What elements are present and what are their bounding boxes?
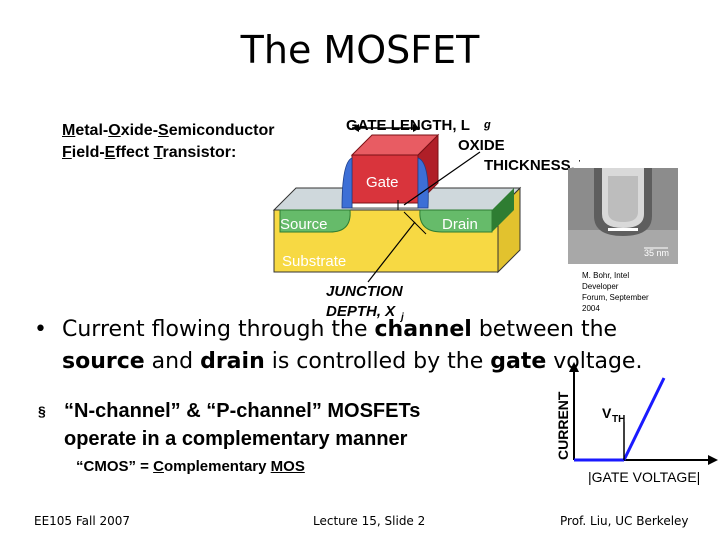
tem-micrograph: 35 nm xyxy=(568,168,678,264)
footer-right: Prof. Liu, UC Berkeley xyxy=(560,514,689,528)
photo-scale: 35 nm xyxy=(644,248,669,258)
oxide-label-line1: OXIDE xyxy=(458,137,505,154)
y-axis-label: CURRENT xyxy=(555,391,571,460)
drain-side xyxy=(492,188,514,232)
substrate-label: Substrate xyxy=(282,253,346,270)
mosfet-diagram: GATE LENGTH, L g OXIDE THICKNESS, T Gate… xyxy=(272,117,580,323)
left-spacer xyxy=(341,157,353,209)
gate-oxide xyxy=(351,202,419,209)
source-diffusion xyxy=(279,209,351,233)
oxide-label-line2: THICKNESS, T xyxy=(484,157,580,174)
mosfet-definition: Metal-Oxide-Semiconductor Field-Effect T… xyxy=(62,120,275,164)
gate-top xyxy=(350,134,440,156)
mosfet-definition-line1: Metal-Oxide-Semiconductor xyxy=(62,122,275,139)
drain-diffusion xyxy=(419,209,493,233)
gate-length-label: GATE LENGTH, L xyxy=(346,117,470,134)
gate-length-sub: g xyxy=(483,119,491,131)
junction-pointer xyxy=(367,221,416,283)
y-axis-arrow xyxy=(569,362,579,372)
vth-label: V xyxy=(602,405,612,421)
slide-title: The MOSFET xyxy=(240,28,480,72)
x-axis-arrow xyxy=(708,455,718,465)
sub-bullet-text: “N-channel” & “P-channel” MOSFETs operat… xyxy=(64,400,421,450)
right-spacer xyxy=(417,157,429,209)
bullet-dot: • xyxy=(34,317,47,342)
junction-label-line2: DEPTH, X xyxy=(326,303,396,320)
gate-label: Gate xyxy=(366,174,399,191)
drain-label: Drain xyxy=(442,216,478,233)
vth-sub: TH xyxy=(612,414,625,425)
cmos-definition: “CMOS” = Complementary MOS xyxy=(76,458,305,475)
image-credit: M. Bohr, Intel Developer Forum, Septembe… xyxy=(582,271,649,313)
oxide-pointer xyxy=(403,151,481,206)
junction-sub: j xyxy=(399,312,404,323)
junction-label-line1: JUNCTION xyxy=(326,283,404,300)
footer-center: Lecture 15, Slide 2 xyxy=(313,514,426,528)
main-bullet-text: Current flowing through the channel betw… xyxy=(62,317,643,374)
iv-curve-on xyxy=(622,377,666,461)
source-label: Source xyxy=(280,216,328,233)
sub-bullet-marker: § xyxy=(38,403,46,419)
footer-left: EE105 Fall 2007 xyxy=(34,514,131,528)
x-axis-label: |GATE VOLTAGE| xyxy=(588,469,700,485)
iv-plot: CURRENT V TH |GATE VOLTAGE| xyxy=(555,362,718,485)
mosfet-definition-line2: Field-Effect Transistor: xyxy=(62,144,237,161)
